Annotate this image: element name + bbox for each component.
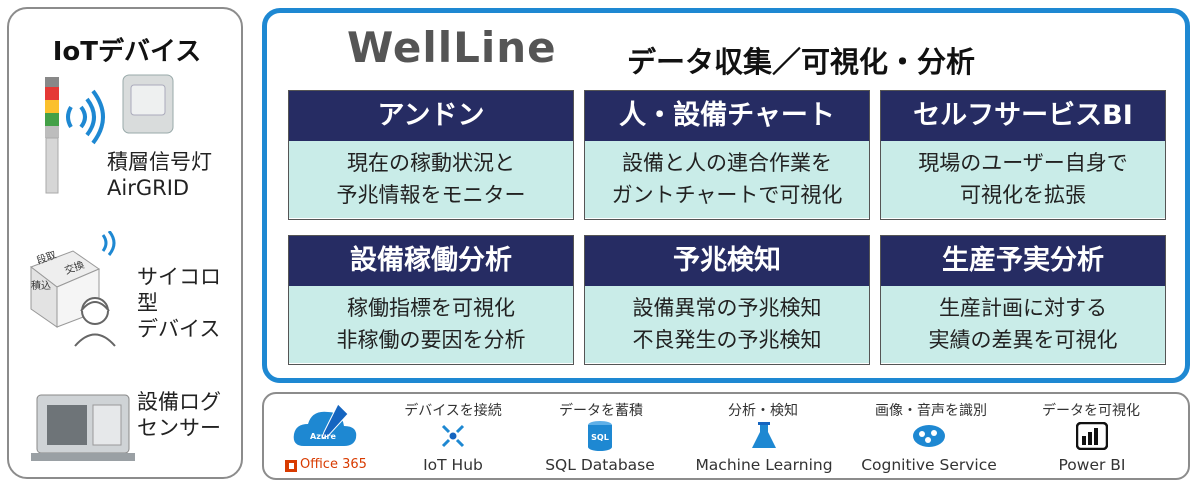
card-line: 予兆情報をモニター xyxy=(336,183,526,207)
flask-icon xyxy=(752,422,776,448)
iot-devices-title: IoTデバイス xyxy=(52,37,202,67)
service-name: IoT Hub xyxy=(423,456,483,474)
feature-card-gantt: 人・設備チャート 設備と人の連合作業を ガントチャートで可視化 xyxy=(584,90,870,220)
card-description: 設備と人の連合作業を ガントチャートで可視化 xyxy=(585,141,869,218)
card-line: 現場のユーザー自身で xyxy=(918,151,1128,175)
card-line: 非稼働の要因を分析 xyxy=(336,328,526,352)
card-description: 現場のユーザー自身で 可視化を拡張 xyxy=(881,141,1165,218)
feature-card-self-service-bi: セルフサービスBI 現場のユーザー自身で 可視化を拡張 xyxy=(880,90,1166,220)
card-line: 設備異常の予兆検知 xyxy=(632,296,822,320)
card-line: ガントチャートで可視化 xyxy=(611,183,843,207)
card-description: 生産計画に対する 実績の差異を可視化 xyxy=(881,286,1165,363)
service-name: Power BI xyxy=(1058,456,1126,474)
device-label-machine: 設備ログ xyxy=(137,390,221,414)
card-description: 稼働指標を可視化 非稼働の要因を分析 xyxy=(289,286,573,363)
card-title: 予兆検知 xyxy=(585,236,869,286)
sql-icon-text: SQL xyxy=(591,433,609,442)
brand-title: WellLine xyxy=(347,23,557,72)
azure-cloud-icon xyxy=(293,403,357,446)
card-title: 人・設備チャート xyxy=(585,91,869,141)
signal-tower-icon xyxy=(45,77,105,194)
card-line: 生産計画に対する xyxy=(939,296,1107,320)
card-line: 実績の差異を可視化 xyxy=(928,328,1118,352)
device-label-signal-tower: 積層信号灯 xyxy=(107,150,212,174)
iot-devices-panel: IoTデバイス 積層信号灯 AirGRID 段取 交換 積込 サイコロ型 デバイ… xyxy=(7,7,243,479)
service-name: Cognitive Service xyxy=(861,456,997,474)
card-description: 現在の稼動状況と 予兆情報をモニター xyxy=(289,141,573,218)
office365-label: Office 365 xyxy=(300,457,367,472)
card-title: セルフサービスBI xyxy=(881,91,1165,141)
feature-card-equipment-analysis: 設備稼働分析 稼働指標を可視化 非稼働の要因を分析 xyxy=(288,235,574,365)
device-sublabel-machine: センサー xyxy=(137,416,221,440)
service-name: SQL Database xyxy=(545,456,655,474)
service-caption: デバイスを接続 xyxy=(404,403,502,419)
card-title: 生産予実分析 xyxy=(881,236,1165,286)
device-label-dice: サイコロ型 xyxy=(137,265,221,315)
brain-icon xyxy=(913,425,945,447)
card-line: 不良発生の予兆検知 xyxy=(632,328,822,352)
card-description: 設備異常の予兆検知 不良発生の予兆検知 xyxy=(585,286,869,363)
device-sublabel-airgrid: AirGRID xyxy=(107,176,190,200)
airgrid-device-icon xyxy=(122,74,174,134)
azure-label: Azure xyxy=(310,432,336,441)
azure-services-panel: Azure Office 365 デバイスを接続 IoT Hub データを蓄積 … xyxy=(262,392,1190,480)
service-name: Machine Learning xyxy=(695,456,833,474)
power-bi-icon xyxy=(1076,422,1108,450)
card-title: アンドン xyxy=(289,91,573,141)
machine-tool-icon xyxy=(31,394,135,461)
sql-database-icon xyxy=(588,421,612,451)
service-caption: 画像・音声を識別 xyxy=(875,403,987,419)
service-caption: データを蓄積 xyxy=(559,403,643,419)
office-icon xyxy=(285,460,297,472)
card-line: 現在の稼動状況と xyxy=(347,151,515,175)
card-line: 設備と人の連合作業を xyxy=(622,151,832,175)
device-sublabel-dice: デバイス xyxy=(137,317,221,341)
card-line: 稼働指標を可視化 xyxy=(347,296,515,320)
service-caption: 分析・検知 xyxy=(728,403,798,419)
card-line: 可視化を拡張 xyxy=(960,183,1086,207)
feature-card-anomaly-detection: 予兆検知 設備異常の予兆検知 不良発生の予兆検知 xyxy=(584,235,870,365)
dice-device-icon xyxy=(29,231,116,347)
wellline-panel: WellLine データ収集／可視化・分析 アンドン 現在の稼動状況と 予兆情報… xyxy=(262,8,1190,383)
feature-card-production-plan-analysis: 生産予実分析 生産計画に対する 実績の差異を可視化 xyxy=(880,235,1166,365)
feature-card-andon: アンドン 現在の稼動状況と 予兆情報をモニター xyxy=(288,90,574,220)
cube-label-tsumikomi: 積込 xyxy=(31,281,51,292)
iot-hub-icon xyxy=(441,424,465,448)
card-title: 設備稼働分析 xyxy=(289,236,573,286)
service-caption: データを可視化 xyxy=(1042,403,1140,419)
panel-subtitle: データ収集／可視化・分析 xyxy=(627,45,976,79)
